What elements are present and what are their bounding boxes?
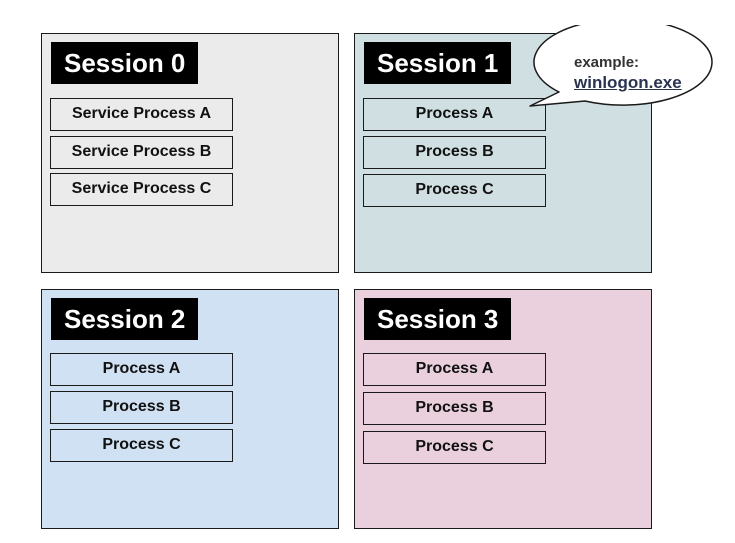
callout-text: example: winlogon.exe [574,53,682,93]
process-box: Process C [50,429,233,462]
process-box: Service Process A [50,98,233,131]
session-0-box: Session 0 Service Process A Service Proc… [41,33,339,273]
process-box: Process B [363,136,546,169]
session-3-title: Session 3 [364,298,512,340]
speech-bubble-shape [529,25,713,107]
session-2-title: Session 2 [51,298,199,340]
process-box: Process B [363,392,546,425]
session-3-box: Session 3 Process A Process B Process C [354,289,652,529]
process-box: Service Process B [50,136,233,169]
example-callout: example: winlogon.exe [529,25,727,135]
process-box: Process A [50,353,233,386]
process-box: Process C [363,431,546,464]
session-0-title: Session 0 [51,42,199,84]
process-box: Process B [50,391,233,424]
winlogon-link[interactable]: winlogon.exe [574,73,682,92]
process-box: Process C [363,174,546,207]
session-1-title: Session 1 [364,42,512,84]
callout-label: example: [574,54,640,71]
process-box: Service Process C [50,173,233,206]
session-2-box: Session 2 Process A Process B Process C [41,289,339,529]
process-box: Process A [363,353,546,386]
process-box: Process A [363,98,546,131]
